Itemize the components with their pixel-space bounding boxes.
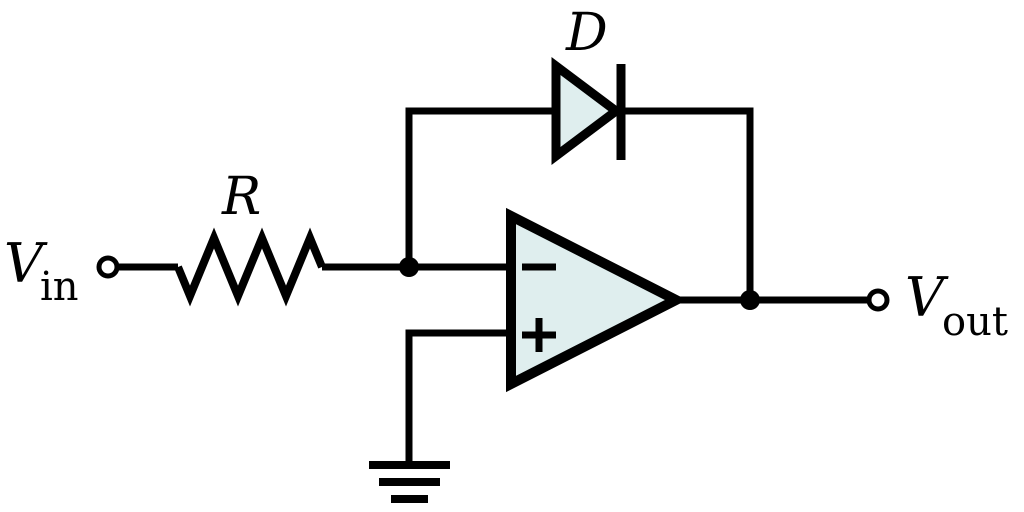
wire-feedback (405, 107, 556, 267)
op-amp (506, 207, 688, 393)
vout-subscript: out (942, 299, 1008, 345)
diode-label: D (565, 3, 608, 63)
vin-terminal (96, 255, 120, 279)
vout-terminal (866, 288, 890, 312)
junction-output (740, 290, 760, 310)
vin-subscript: in (40, 264, 79, 310)
wire-ground (405, 329, 510, 463)
vin-label: V (4, 232, 48, 295)
diode-d (551, 57, 624, 165)
resistor-label: R (221, 167, 261, 227)
noninverting-input-sign (522, 318, 556, 352)
wire-feedback-out (620, 107, 754, 300)
ground-symbol (369, 461, 450, 503)
resistor-r (174, 227, 326, 307)
vout-label: V (905, 266, 949, 329)
junction-inverting (399, 257, 419, 277)
